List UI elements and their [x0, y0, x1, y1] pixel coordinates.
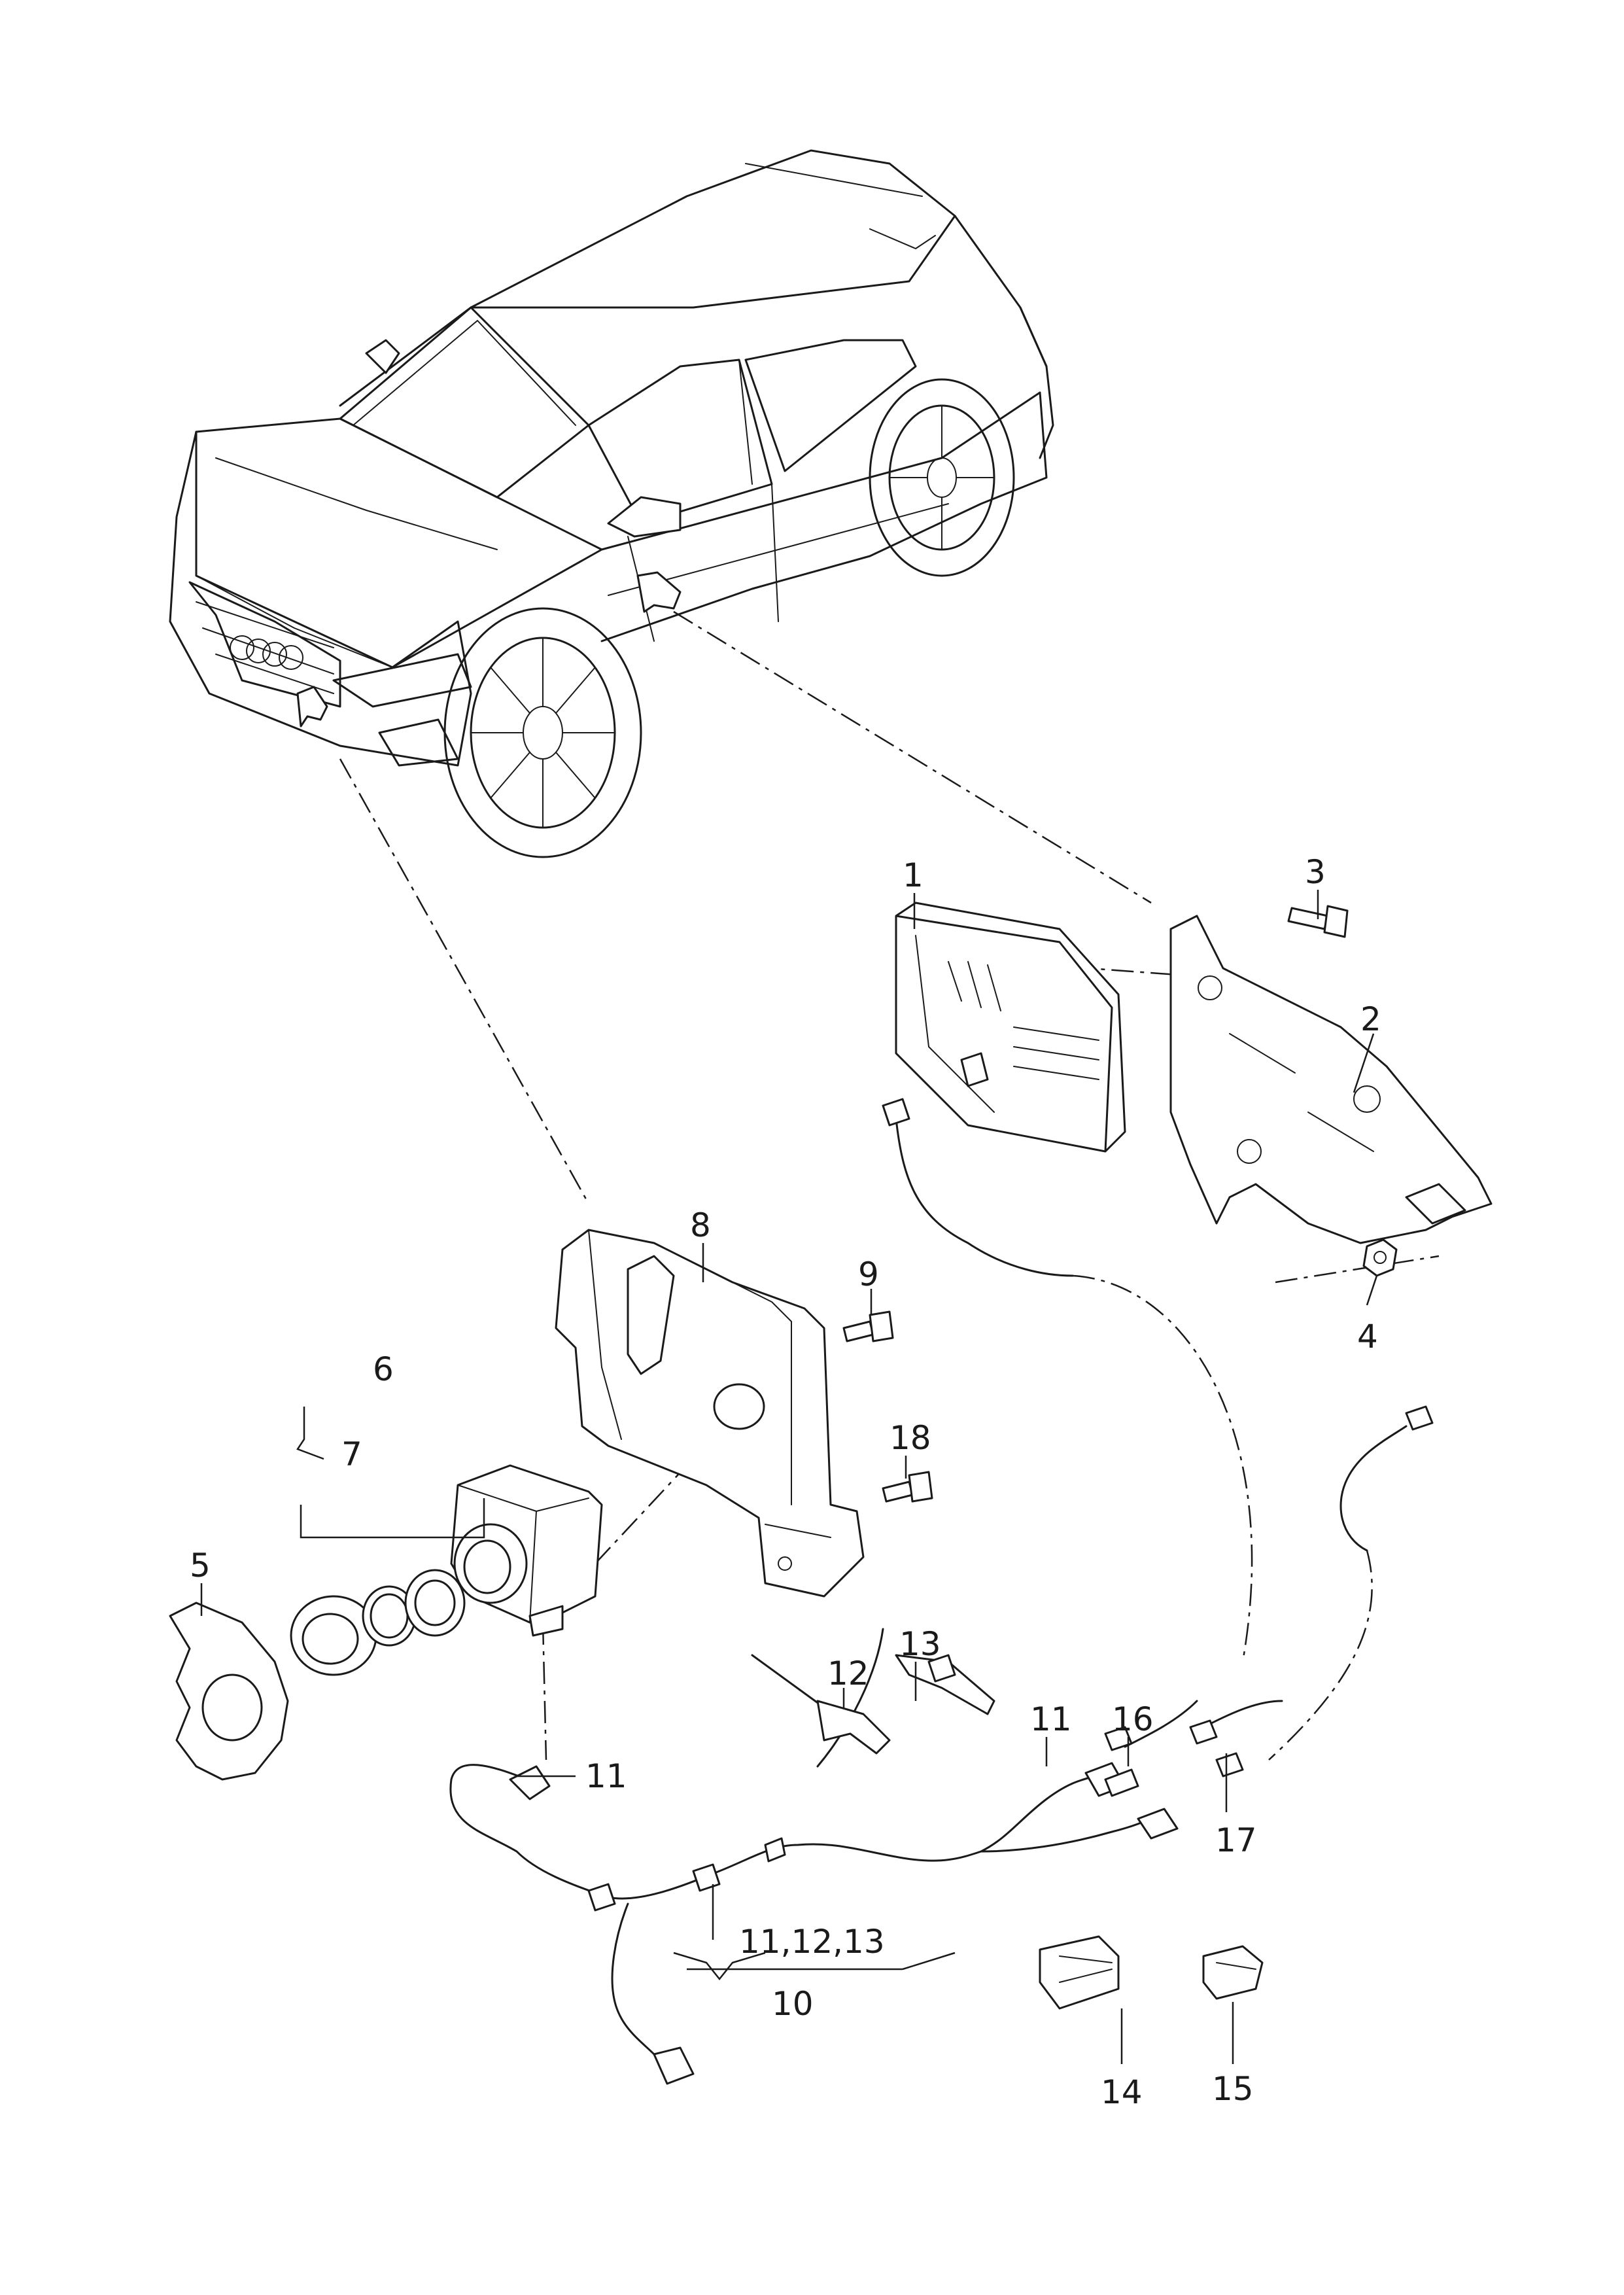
front-wheel: [443, 607, 642, 858]
cable-tie: [751, 1654, 891, 1755]
holder-clip: [895, 1654, 995, 1715]
callout-5: 5: [190, 1547, 211, 1585]
callout-12: 12: [827, 1655, 869, 1692]
mounting-bracket: [1169, 915, 1493, 1244]
callout-leaders: [200, 890, 1378, 2064]
callout-6: 6: [373, 1350, 394, 1388]
callout-9: 9: [858, 1255, 879, 1293]
callout-16: 16: [1112, 1700, 1154, 1738]
connector-housing: [1202, 1945, 1264, 2000]
extension-cables: [882, 1098, 1434, 1751]
callout-14: 14: [1101, 2073, 1143, 2111]
front-camera: [450, 1464, 603, 1637]
screw-18: [882, 1471, 933, 1503]
camera-cover: [169, 1602, 289, 1781]
callout-7: 7: [341, 1435, 362, 1473]
brand-rings: [230, 635, 303, 670]
location-marker-front: [296, 686, 328, 727]
lens-ring-set: [290, 1569, 466, 1676]
callout-8: 8: [690, 1206, 711, 1244]
reference-lines: [339, 610, 1440, 1761]
callout-17: 17: [1215, 1821, 1257, 1859]
wiring-harness: [449, 1628, 1244, 2085]
callout-1: 1: [903, 856, 924, 894]
callout-11-12-13: 11,12,13: [739, 1923, 885, 1961]
rear-wheel: [869, 378, 1015, 577]
callout-15: 15: [1212, 2070, 1254, 2108]
location-marker-side: [636, 571, 682, 613]
nut-4: [1362, 1238, 1398, 1277]
callout-11-harness: 11: [1030, 1700, 1072, 1738]
screw-9: [842, 1310, 894, 1342]
callout-11-camera: 11: [585, 1757, 627, 1795]
callout-3: 3: [1305, 853, 1326, 891]
callout-18: 18: [890, 1419, 931, 1457]
bolt-3: [1287, 905, 1349, 938]
callout-labels: 1 2 3 4 5 6 7 8 9 10 11 11 11,12,13 12 1…: [190, 853, 1381, 2111]
callout-13: 13: [899, 1625, 941, 1663]
callout-2: 2: [1360, 1000, 1381, 1038]
vehicle-illustration: [169, 149, 1054, 858]
callout-10: 10: [772, 1985, 814, 2023]
control-module: [895, 902, 1126, 1153]
callout-4: 4: [1357, 1318, 1378, 1356]
support-clip: [1039, 1935, 1120, 2010]
camera-holder: [555, 1229, 865, 1598]
